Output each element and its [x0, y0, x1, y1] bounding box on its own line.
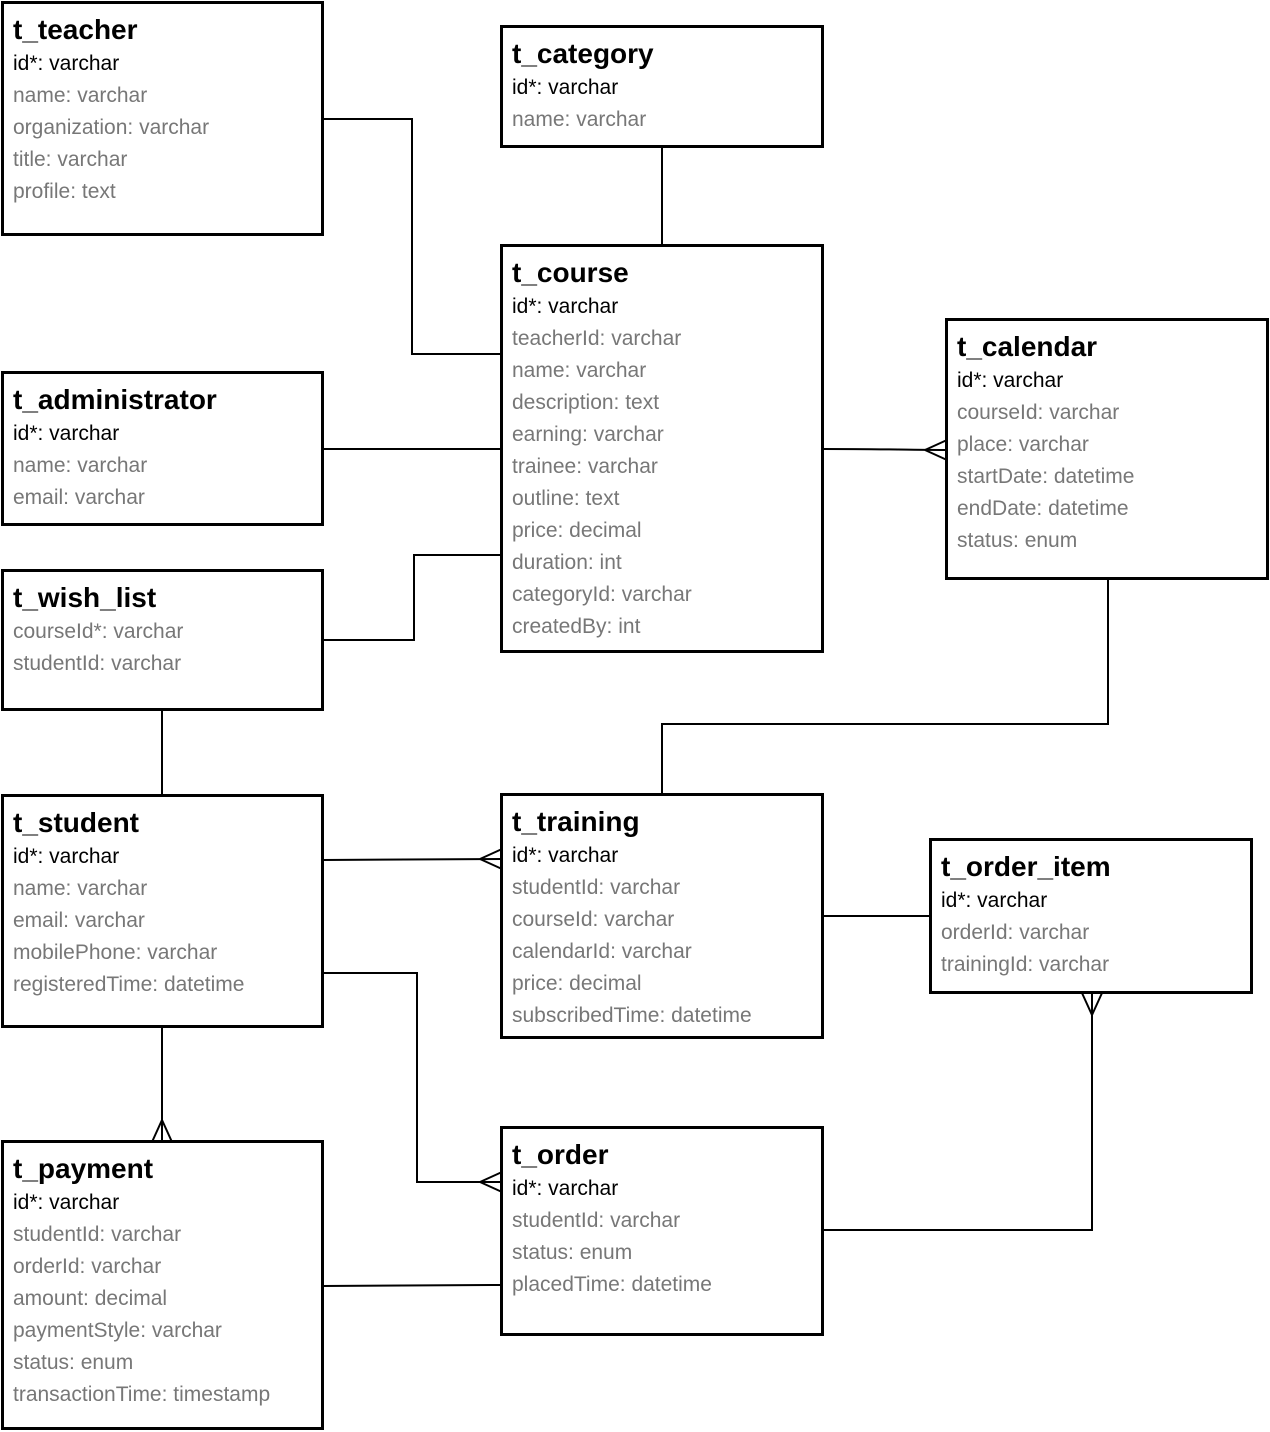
rel-teacher-course: [323, 118, 502, 355]
field-attribute: orderId: varchar: [13, 1255, 162, 1278]
field-attribute: status: enum: [512, 1241, 633, 1264]
field-attribute: studentId: varchar: [512, 876, 681, 899]
field-attribute: orderId: varchar: [941, 921, 1090, 944]
crowfoot-calendar: [924, 439, 948, 461]
field-attribute: amount: decimal: [13, 1287, 168, 1310]
field-attribute: name: varchar: [13, 84, 148, 107]
entity-wish-list[interactable]: t_wish_list courseId*: varchar studentId: …: [1, 569, 324, 711]
crowfoot-training: [479, 848, 503, 870]
field-attribute: duration: int: [512, 551, 622, 574]
rel-course-calendar: [822, 448, 948, 451]
entity-order[interactable]: t_order id*: varchar studentId: varchar sta…: [500, 1126, 824, 1336]
entity-payment[interactable]: t_payment id*: varchar studentId: varchar o…: [1, 1140, 324, 1430]
field-attribute: price: decimal: [512, 972, 642, 995]
entity-title: t_calendar: [957, 331, 1098, 362]
field-attribute: outline: text: [512, 487, 620, 510]
field-attribute: email: varchar: [13, 486, 145, 509]
field-attribute: title: varchar: [13, 148, 128, 171]
field-primary-key: id*: varchar: [512, 76, 619, 99]
entity-order-item[interactable]: t_order_item id*: varchar orderId: varchar…: [929, 838, 1253, 994]
entity-title: t_order_item: [941, 851, 1111, 882]
field-attribute: name: varchar: [13, 454, 148, 477]
field-attribute: trainingId: varchar: [941, 953, 1110, 976]
field-attribute: paymentStyle: varchar: [13, 1319, 222, 1342]
field-attribute: email: varchar: [13, 909, 145, 932]
field-attribute: name: varchar: [512, 108, 647, 131]
entity-student[interactable]: t_student id*: varchar name: varchar email:…: [1, 794, 324, 1028]
field-primary-key: id*: varchar: [512, 295, 619, 318]
entity-calendar[interactable]: t_calendar id*: varchar courseId: varchar p…: [945, 318, 1269, 580]
entity-title: t_payment: [13, 1153, 154, 1184]
crowfoot-orderitem: [1081, 992, 1103, 1016]
field-attribute: trainee: varchar: [512, 455, 658, 478]
entity-title: t_training: [512, 806, 640, 837]
entity-title: t_student: [13, 807, 139, 838]
field-attribute: status: enum: [957, 529, 1078, 552]
field-attribute: studentId: varchar: [13, 652, 182, 675]
rel-calendar-training: [661, 579, 1109, 795]
entity-title: t_order: [512, 1139, 609, 1170]
field-attribute: startDate: datetime: [957, 465, 1135, 488]
field-attribute: studentId: varchar: [512, 1209, 681, 1232]
field-attribute: subscribedTime: datetime: [512, 1004, 752, 1027]
field-primary-key: id*: varchar: [13, 845, 120, 868]
field-attribute: endDate: datetime: [957, 497, 1129, 520]
field-attribute: description: text: [512, 391, 660, 414]
rel-student-order: [323, 972, 502, 1183]
field-attribute: courseId: varchar: [957, 401, 1120, 424]
field-primary-key: id*: varchar: [13, 52, 120, 75]
rel-wishlist-course: [323, 554, 502, 641]
field-attribute: registeredTime: datetime: [13, 973, 245, 996]
field-attribute: teacherId: varchar: [512, 327, 682, 350]
entity-training[interactable]: t_training id*: varchar studentId: varchar…: [500, 793, 824, 1039]
field-primary-key: id*: varchar: [941, 889, 1048, 912]
field-primary-key: id*: varchar: [13, 1191, 120, 1214]
entity-teacher[interactable]: t_teacher id*: varchar name: varchar organi…: [1, 1, 324, 236]
rel-student-training: [322, 858, 503, 861]
field-attribute: courseId*: varchar: [13, 620, 184, 643]
field-attribute: createdBy: int: [512, 615, 641, 638]
entity-title: t_administrator: [13, 384, 217, 415]
field-attribute: name: varchar: [512, 359, 647, 382]
field-attribute: transactionTime: timestamp: [13, 1383, 271, 1406]
crowfoot-order: [479, 1171, 503, 1193]
rel-order-orderitem: [823, 993, 1093, 1231]
field-attribute: calendarId: varchar: [512, 940, 692, 963]
entity-title: t_category: [512, 38, 654, 69]
field-attribute: earning: varchar: [512, 423, 664, 446]
field-attribute: organization: varchar: [13, 116, 210, 139]
field-attribute: price: decimal: [512, 519, 642, 542]
field-attribute: profile: text: [13, 180, 116, 203]
field-attribute: place: varchar: [957, 433, 1089, 456]
entity-title: t_wish_list: [13, 582, 157, 613]
crowfoot-payment: [151, 1119, 173, 1143]
entity-title: t_teacher: [13, 14, 138, 45]
field-primary-key: id*: varchar: [512, 1177, 619, 1200]
field-attribute: studentId: varchar: [13, 1223, 182, 1246]
entity-course[interactable]: t_course id*: varchar teacherId: varchar na…: [500, 244, 824, 653]
field-primary-key: id*: varchar: [957, 369, 1064, 392]
entity-category[interactable]: t_category id*: varchar name: varchar: [500, 25, 824, 148]
field-primary-key: id*: varchar: [13, 422, 120, 445]
rel-payment-order: [322, 1284, 503, 1287]
field-attribute: placedTime: datetime: [512, 1273, 712, 1296]
field-attribute: categoryId: varchar: [512, 583, 692, 606]
entity-administrator[interactable]: t_administrator id*: varchar name: varchar…: [1, 371, 324, 526]
field-attribute: courseId: varchar: [512, 908, 675, 931]
field-attribute: mobilePhone: varchar: [13, 941, 218, 964]
field-primary-key: id*: varchar: [512, 844, 619, 867]
entity-title: t_course: [512, 257, 629, 288]
field-attribute: status: enum: [13, 1351, 134, 1374]
field-attribute: name: varchar: [13, 877, 148, 900]
